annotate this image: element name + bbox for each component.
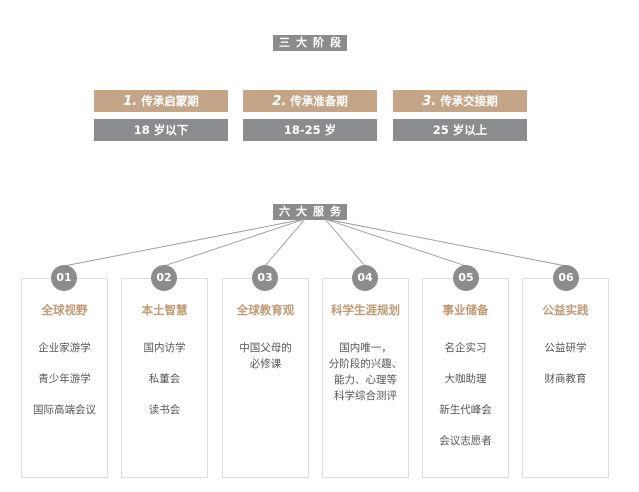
service-item: 私董会 xyxy=(148,373,181,385)
stage-2: 2.传承准备期 18-25 岁 xyxy=(243,90,377,141)
service-item: 企业家游学 xyxy=(38,342,91,354)
connector-line xyxy=(324,218,467,267)
service-card-3: 全球教育观 中国父母的 必修课 xyxy=(222,278,309,478)
service-item: 中国父母的 xyxy=(239,342,292,354)
service-title: 科学生涯规划 xyxy=(331,303,400,317)
service-item: 名企实习 xyxy=(444,342,487,354)
service-card-5: 事业储备 名企实习 大咖助理 新生代峰会 会议志愿者 xyxy=(422,278,509,478)
service-item: 能力、心理等 xyxy=(334,374,397,386)
service-item: 国内唯一， xyxy=(339,342,392,354)
connector-line xyxy=(324,218,366,267)
service-item: 财商教育 xyxy=(544,373,587,385)
service-title: 事业储备 xyxy=(442,303,489,317)
service-title: 公益实践 xyxy=(542,303,589,317)
service-card-4: 科学生涯规划 国内唯一， 分阶段的兴趣、 能力、心理等 科学综合测评 xyxy=(322,278,409,478)
service-card-1: 全球视野 企业家游学 青少年游学 国际高端会议 xyxy=(21,278,108,478)
service-item: 国际高端会议 xyxy=(33,404,96,416)
connector-line xyxy=(264,218,306,267)
stage-1: 1.传承启蒙期 18 岁以下 xyxy=(94,90,228,141)
service-item: 科学综合测评 xyxy=(334,390,397,402)
connector-line xyxy=(163,218,306,267)
stages-heading: 三大阶段 xyxy=(273,35,347,51)
service-number-badge: 01 xyxy=(51,265,77,291)
stage-number: 3. xyxy=(422,94,437,109)
service-item: 国内访学 xyxy=(143,342,186,354)
connector-line xyxy=(63,218,306,267)
service-item: 分阶段的兴趣、 xyxy=(328,358,403,370)
stage-name: 2.传承准备期 xyxy=(243,90,377,112)
service-card-6: 公益实践 公益研学 财商教育 xyxy=(522,278,609,478)
service-title: 全球视野 xyxy=(41,303,88,317)
service-title: 全球教育观 xyxy=(236,303,295,317)
stage-age: 18-25 岁 xyxy=(243,119,377,141)
stage-age: 18 岁以下 xyxy=(94,119,228,141)
service-item: 必修课 xyxy=(249,358,282,370)
stage-name: 1.传承启蒙期 xyxy=(94,90,228,112)
stage-label: 传承交接期 xyxy=(440,94,498,108)
service-item: 会议志愿者 xyxy=(439,435,492,447)
service-item: 新生代峰会 xyxy=(439,404,492,416)
stage-label: 传承准备期 xyxy=(290,94,348,108)
service-item: 青少年游学 xyxy=(38,373,91,385)
service-card-2: 本土智慧 国内访学 私董会 读书会 xyxy=(121,278,208,478)
stage-number: 2. xyxy=(272,94,287,109)
service-item: 大咖助理 xyxy=(444,373,487,385)
stage-name: 3.传承交接期 xyxy=(393,90,527,112)
service-item: 读书会 xyxy=(148,404,181,416)
service-title: 本土智慧 xyxy=(141,303,188,317)
service-number-badge: 05 xyxy=(453,265,479,291)
service-number-badge: 04 xyxy=(352,265,378,291)
service-number-badge: 02 xyxy=(151,265,177,291)
connector-line xyxy=(324,218,567,267)
stage-age: 25 岁以上 xyxy=(393,119,527,141)
service-item: 公益研学 xyxy=(544,342,587,354)
service-number-badge: 03 xyxy=(252,265,278,291)
services-heading: 六大服务 xyxy=(273,204,347,220)
stage-label: 传承启蒙期 xyxy=(141,94,199,108)
stage-number: 1. xyxy=(123,94,138,109)
service-number-badge: 06 xyxy=(553,265,579,291)
stage-3: 3.传承交接期 25 岁以上 xyxy=(393,90,527,141)
